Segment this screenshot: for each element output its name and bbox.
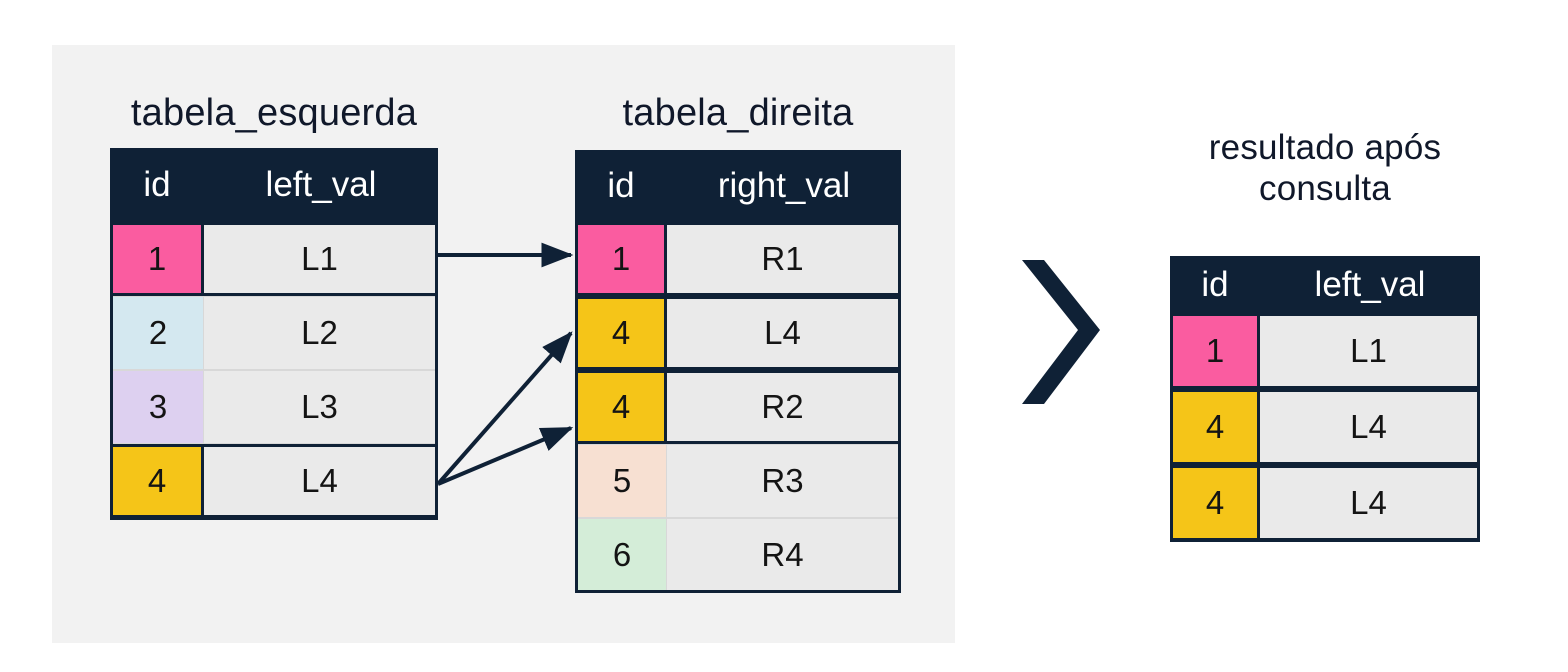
result-table-id-cell: 1: [1170, 313, 1260, 389]
left-table-value-cell: L4: [204, 444, 438, 518]
left-table-id-cell: 3: [110, 370, 204, 444]
result-table-value-cell: L4: [1260, 389, 1480, 465]
left-table-value-cell: L1: [204, 222, 438, 296]
result-table-value-cell: L1: [1260, 313, 1480, 389]
left-table-id-cell: 2: [110, 296, 204, 370]
right-table-value-cell: R3: [667, 444, 901, 518]
result-table-value-cell: L4: [1260, 465, 1480, 541]
right-table-id-cell: 4: [575, 370, 667, 444]
result-table-caption: resultado após consulta: [1208, 128, 1442, 208]
result-table-id-cell: 4: [1170, 465, 1260, 541]
right-table-column-header-id: id: [575, 150, 667, 222]
left-table-column-header-id: id: [110, 148, 204, 222]
right-table-caption: tabela_direita: [622, 92, 854, 134]
right-table-value-cell: L4: [667, 296, 901, 370]
right-table-value-cell: R2: [667, 370, 901, 444]
arrow-l4-to-r4a: [436, 331, 573, 486]
result-table-column-header-id: id: [1170, 256, 1260, 313]
right-table-id-cell: 4: [575, 296, 667, 370]
arrow-l4-to-r4b: [437, 426, 574, 486]
left-table-column-header-left_val: left_val: [204, 148, 438, 222]
right-table-column-header-right_val: right_val: [667, 150, 901, 222]
chevron-right-icon: [1022, 260, 1100, 404]
result-table-id-cell: 4: [1170, 389, 1260, 465]
right-table-value-cell: R1: [667, 222, 901, 296]
left-table-id-cell: 1: [110, 222, 204, 296]
left-table-caption: tabela_esquerda: [130, 92, 418, 134]
result-table-column-header-left_val: left_val: [1260, 256, 1480, 313]
left-table-value-cell: L2: [204, 296, 438, 370]
left-table-value-cell: L3: [204, 370, 438, 444]
